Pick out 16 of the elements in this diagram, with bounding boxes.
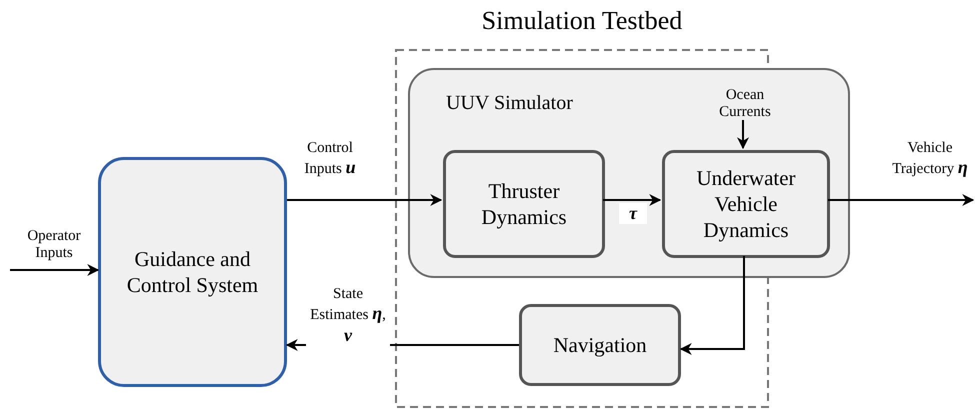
group-heading: Simulation Testbed	[480, 6, 684, 36]
simulator-panel	[408, 68, 850, 278]
arrow	[287, 194, 442, 206]
panel-title: UUV Simulator	[446, 92, 573, 115]
arrow	[10, 264, 100, 276]
edge-label: State Estimates η, ν	[306, 286, 390, 346]
arrow	[737, 120, 749, 150]
process-box: Thruster Dynamics	[443, 150, 605, 258]
arrow	[680, 256, 745, 355]
arrow	[603, 194, 662, 206]
process-box: Underwater Vehicle Dynamics	[662, 150, 830, 258]
control-system-box: Guidance and Control System	[98, 157, 287, 387]
input-label: Ocean Currents	[705, 86, 785, 122]
arrow	[828, 194, 974, 206]
process-box: Navigation	[519, 304, 681, 386]
edge-label: τ	[619, 203, 647, 224]
